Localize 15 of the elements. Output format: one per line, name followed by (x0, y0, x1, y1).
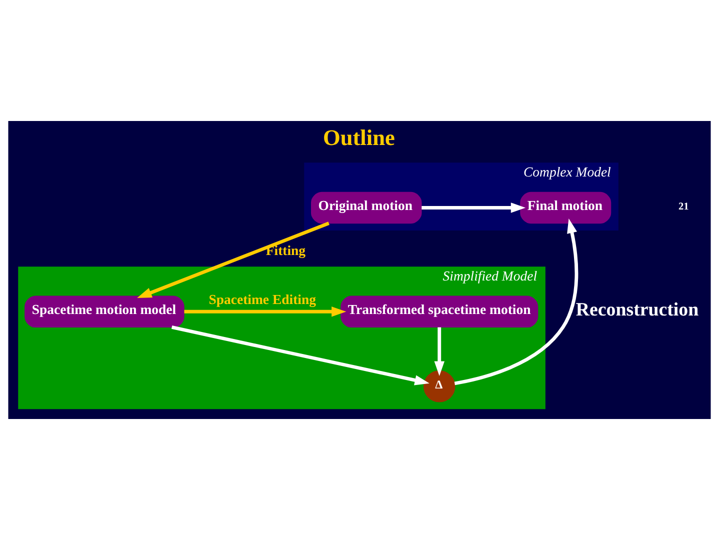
arrow (171, 325, 430, 385)
node-box: Spacetime motion model (24, 295, 184, 328)
arrow (184, 306, 346, 316)
node-box: Original motion (310, 191, 422, 224)
arrow (454, 218, 578, 385)
label: 21 (678, 201, 689, 212)
edge-label: Reconstruction (576, 299, 699, 320)
arrow (434, 326, 444, 376)
diagram-title: Outline (323, 124, 395, 150)
node-box: Transformed spacetime motion (340, 295, 538, 328)
arrow (422, 202, 526, 212)
edge-label: Spacetime Editing (208, 291, 316, 306)
node-box: Final motion (520, 191, 612, 224)
arrow (137, 221, 330, 298)
node-circle: Δ (423, 370, 456, 402)
